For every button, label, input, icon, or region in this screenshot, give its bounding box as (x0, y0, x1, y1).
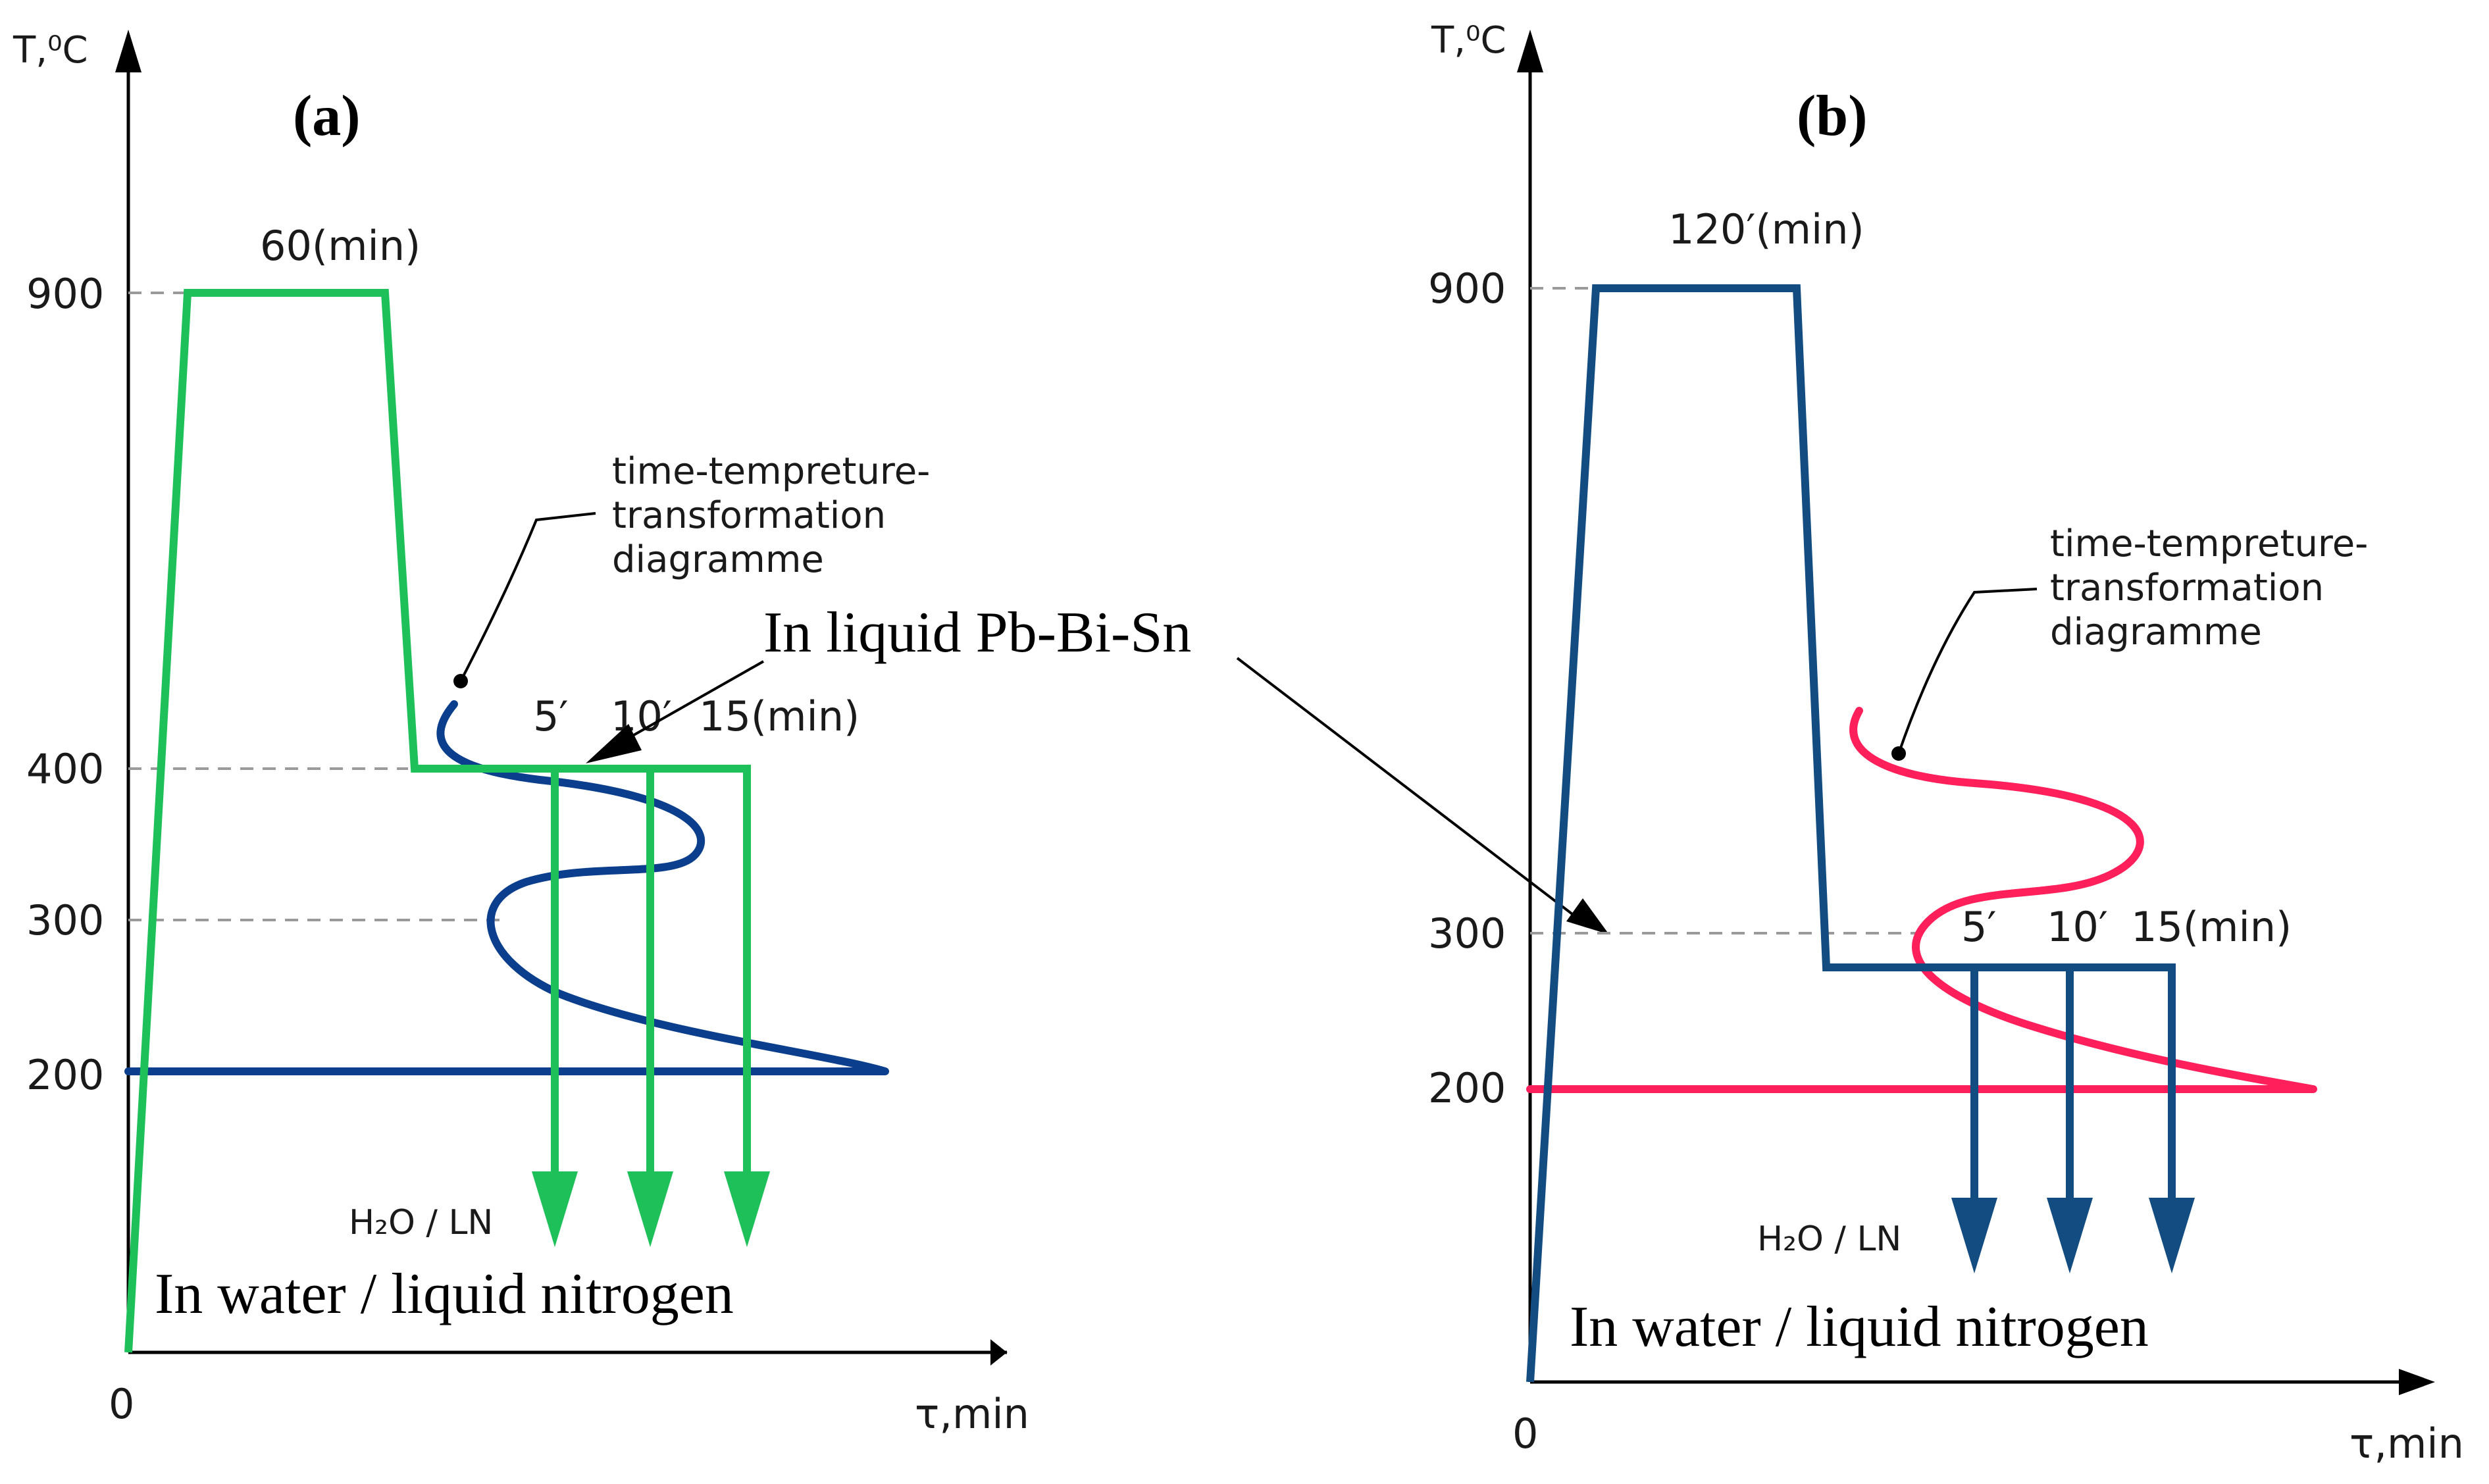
pb-bi-sn-pointer-a (618, 660, 764, 745)
panel-b-y-axis-arrowhead (1517, 30, 1543, 72)
panel-a-process-line (124, 289, 751, 1353)
panel-a-y-axis-label: T,⁰C (13, 29, 88, 72)
panel-b-quench-arrowhead-5 (1951, 1198, 1997, 1273)
panel-b-ttt-label-line1: time-tempreture- (2050, 523, 2368, 565)
panel-b-quench-caption: In water / liquid nitrogen (1570, 1295, 2149, 1359)
panel-b-ttt-label-line3: diagramme (2050, 611, 2262, 653)
panel-a-tick-900: 900 (26, 270, 104, 318)
panel-b-time-mark-15: 15(min) (2131, 903, 2292, 951)
pb-bi-sn-annotation: In liquid Pb-Bi-Sn (586, 601, 1609, 934)
panel-a-tick-400: 400 (26, 745, 104, 793)
panel-b-quench-label: H₂O / LN (1757, 1219, 1901, 1259)
panel-a-time-mark-5: 5′ (533, 692, 569, 740)
panel-a-quench-caption: In water / liquid nitrogen (155, 1262, 734, 1326)
panel-a-ttt-pointer-dot (453, 674, 468, 688)
panel-b-hold-label: 120′(min) (1668, 205, 1864, 253)
panel-a: T,⁰C τ,min 0 (a) 900 400 300 200 60(min)… (13, 29, 1029, 1438)
panel-b-y-axis-label: T,⁰C (1431, 19, 1506, 62)
pb-bi-sn-label: In liquid Pb-Bi-Sn (763, 601, 1191, 665)
panel-b-x-axis-label: τ,min (2349, 1420, 2464, 1468)
panel-b-process-line (1526, 284, 2176, 1383)
panel-b-origin-label: 0 (1512, 1410, 1538, 1458)
panel-a-x-axis-arrowhead (990, 1339, 1007, 1366)
panel-a-ttt-pointer (459, 512, 596, 682)
panel-a-quench-arrowhead-15 (724, 1171, 770, 1247)
panel-a-ttt-label-line2: transformation (612, 494, 886, 537)
panel-a-hold-label: 60(min) (260, 222, 421, 270)
panel-a-ttt-label-line1: time-tempreture- (612, 450, 930, 493)
panel-a-ttt-label-line3: diagramme (612, 538, 824, 581)
panel-b-title: (b) (1797, 84, 1868, 148)
panel-b: T,⁰C τ,min 0 (b) 900 300 200 120′(min) t… (1428, 19, 2464, 1468)
panel-b-x-axis-arrowhead (2399, 1369, 2435, 1395)
panel-a-origin-label: 0 (109, 1380, 134, 1428)
panel-a-tick-200: 200 (26, 1051, 104, 1099)
panel-b-ttt-pointer (1897, 588, 2038, 754)
panel-b-time-mark-5: 5′ (1961, 903, 1997, 951)
panel-a-quench-arrowhead-10 (627, 1171, 673, 1247)
panel-a-y-axis-arrowhead (115, 30, 141, 72)
pb-bi-sn-arrowhead-a (586, 724, 642, 763)
panel-a-quench-label: H₂O / LN (349, 1203, 493, 1242)
panel-b-tick-900: 900 (1428, 265, 1506, 313)
panel-a-ttt-curve (124, 700, 889, 1075)
panel-a-x-axis-label: τ,min (915, 1390, 1029, 1438)
panel-b-tick-300: 300 (1428, 909, 1506, 958)
pb-bi-sn-pointer-b (1236, 657, 1587, 926)
panel-b-tick-200: 200 (1428, 1064, 1506, 1112)
panel-b-ttt-pointer-dot (1891, 746, 1906, 761)
pb-bi-sn-arrowhead-b (1566, 898, 1609, 934)
panel-b-ttt-label-line2: transformation (2050, 567, 2324, 609)
panel-a-tick-300: 300 (26, 896, 104, 944)
panel-a-time-mark-15: 15(min) (699, 692, 860, 740)
panel-b-time-mark-10: 10′ (2047, 903, 2108, 951)
panel-b-quench-arrowhead-10 (2047, 1198, 2093, 1273)
panel-b-quench-arrowhead-15 (2149, 1198, 2195, 1273)
panel-a-title: (a) (293, 84, 361, 148)
panel-a-quench-arrowhead-5 (532, 1171, 578, 1247)
panel-b-ttt-curve (1526, 707, 2317, 1093)
